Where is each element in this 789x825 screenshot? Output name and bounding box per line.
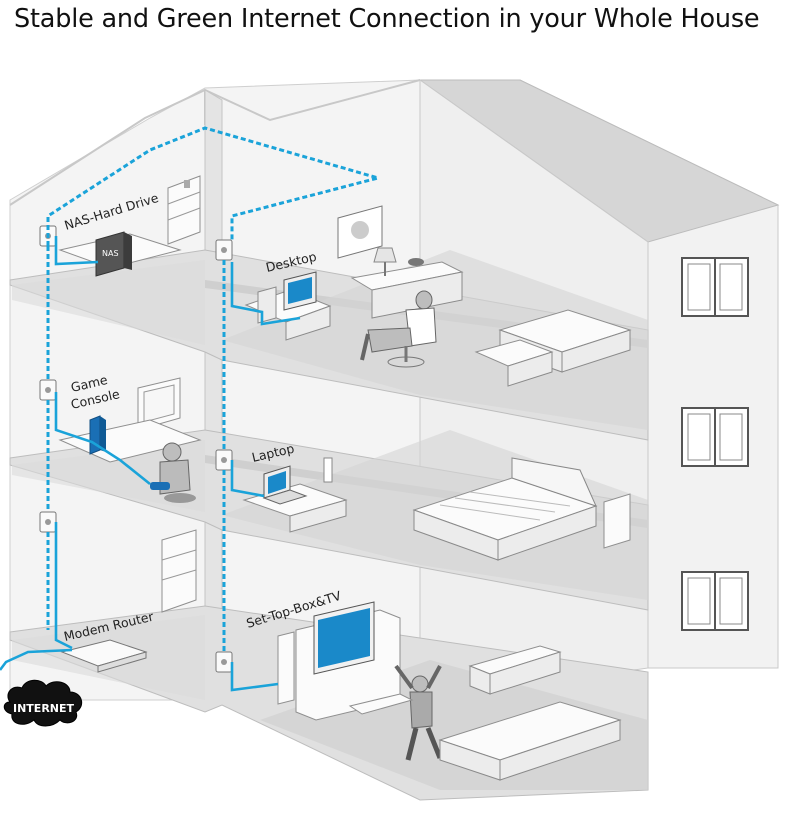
person-cheering [394,664,443,761]
power-outlet-icon [215,651,233,673]
modem-router-device [60,639,148,673]
wall-picture [337,205,383,259]
cable-laptop [230,460,265,498]
cable-settop [230,662,279,692]
person-gaming [150,442,196,503]
window-icon [681,407,749,467]
page-title: Stable and Green Internet Connection in … [14,4,760,34]
tv-cabinet [277,601,401,721]
power-outlet-icon [215,239,233,261]
desk-computer [244,271,332,341]
shelf-ground [161,529,197,613]
power-outlet-icon [215,449,233,471]
cable-desktop [230,262,301,326]
cable-internet [0,648,73,671]
window-icon [681,571,749,631]
cable-modem [54,522,73,650]
powerline-network-path [46,126,384,652]
bookshelf [167,175,201,245]
bed [412,457,631,561]
cable-nas [54,236,99,266]
cable-game [54,392,151,486]
power-outlet-icon [39,379,57,401]
sofa-ground [348,645,622,781]
laptop-desk [242,457,348,533]
label-internet: INTERNET [13,702,75,715]
nas-device: NAS [95,231,132,277]
sofa-top [474,309,632,387]
cloud-icon [3,679,83,727]
power-outlet-icon [39,511,57,533]
window-icon [681,257,749,317]
nas-box-label: NAS [102,249,119,258]
person-sitting [360,290,437,368]
